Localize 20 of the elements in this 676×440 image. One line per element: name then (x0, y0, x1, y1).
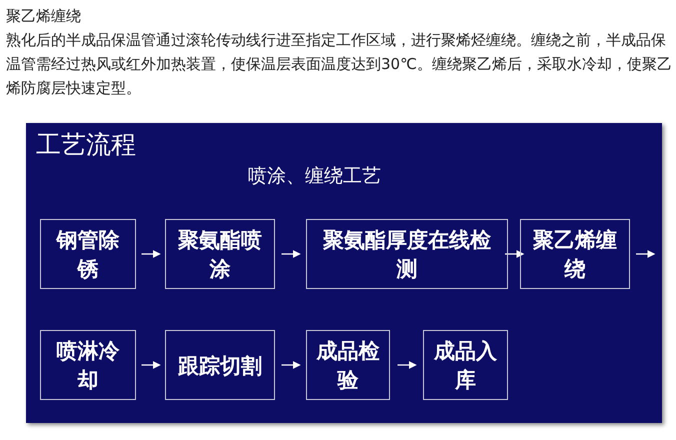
process-box: 成品入库 (423, 330, 508, 400)
panel-title: 工艺流程 (36, 129, 136, 161)
process-box: 聚氨酯喷涂 (165, 219, 275, 289)
panel-subtitle: 喷涂、缠绕工艺 (248, 164, 381, 189)
process-box: 钢管除锈 (40, 219, 136, 289)
arrow (142, 250, 161, 258)
process-box: 成品检验 (306, 330, 390, 400)
process-panel (26, 123, 662, 423)
process-box: 喷淋冷却 (40, 330, 136, 400)
arrow (282, 361, 301, 369)
heading: 聚乙烯缠绕 (6, 6, 81, 27)
process-box: 聚乙烯缠绕 (520, 219, 630, 289)
arrow (398, 361, 417, 369)
arrow (282, 250, 301, 258)
arrow (142, 361, 161, 369)
paragraph: 熟化后的半成品保温管通过滚轮传动线行进至指定工作区域，进行聚烯烃缠绕。缠绕之前，半成品保温管需经过热风或红外加热装置，使保温层表面温度达到30℃。缠绕聚乙烯后，采取水冷却，使聚乙烯防腐层快速定型。 (6, 30, 673, 99)
arrow (636, 250, 656, 258)
process-box: 跟踪切割 (165, 330, 275, 400)
arrow (505, 250, 524, 258)
process-box: 聚氨酯厚度在线检测 (306, 219, 508, 289)
